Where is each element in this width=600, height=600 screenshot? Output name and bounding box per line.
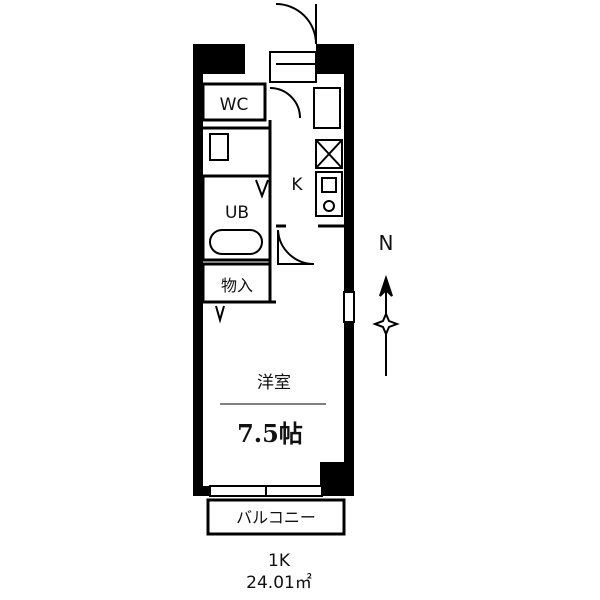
window xyxy=(343,291,355,323)
room-door xyxy=(277,229,315,266)
western-room-label: 洋室 xyxy=(257,373,291,393)
interior-walls xyxy=(201,82,344,304)
layout-type-label: 1K xyxy=(268,551,291,571)
north-compass xyxy=(372,274,400,376)
wc-door xyxy=(269,87,301,119)
kitchen-label: K xyxy=(291,175,303,195)
unit-bath-label: UB xyxy=(225,203,249,223)
wc-label: WC xyxy=(220,95,249,115)
washbasin xyxy=(209,133,229,161)
closet-block xyxy=(320,462,344,486)
entrance-door xyxy=(269,3,317,83)
north-label: N xyxy=(379,231,394,255)
vent-symbol-2 xyxy=(215,305,225,324)
storage-label: 物入 xyxy=(221,276,253,295)
stove xyxy=(315,171,343,217)
vent-symbol xyxy=(255,179,269,199)
refrigerator-space xyxy=(313,87,341,129)
balcony-area xyxy=(206,498,346,536)
kitchen-sink xyxy=(315,139,343,169)
compass-star-icon xyxy=(372,311,400,337)
balcony-label: バルコニー xyxy=(236,508,316,527)
room-size-label: 7.5帖 xyxy=(237,419,303,448)
fixtures xyxy=(209,87,343,324)
bathtub xyxy=(209,229,263,255)
area-label: 24.01㎡ xyxy=(246,573,312,593)
balcony-door xyxy=(209,485,323,497)
